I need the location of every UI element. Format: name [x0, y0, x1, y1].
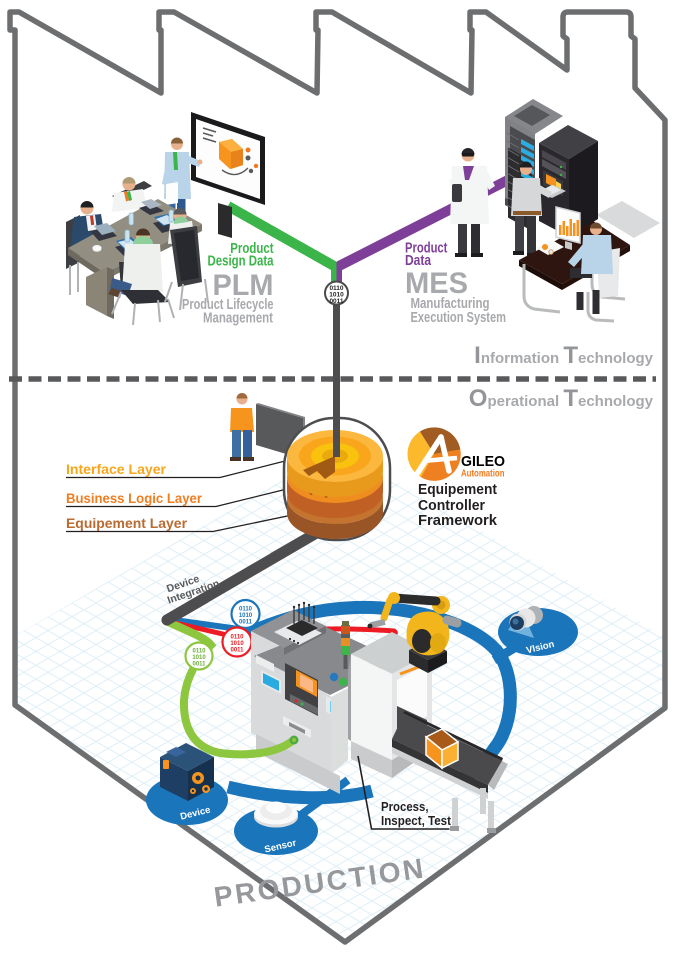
- svg-text:Manufacturing: Manufacturing: [411, 296, 490, 312]
- svg-text:Equipement Layer: Equipement Layer: [66, 516, 188, 531]
- svg-text:Management: Management: [203, 311, 273, 327]
- svg-text:Equipement: Equipement: [418, 482, 497, 498]
- svg-text:Process,: Process,: [381, 799, 429, 814]
- svg-text:0011: 0011: [192, 662, 206, 668]
- svg-text:Business Logic Layer: Business Logic Layer: [66, 491, 203, 506]
- svg-text:0011: 0011: [329, 298, 343, 305]
- svg-text:0011: 0011: [239, 620, 253, 626]
- svg-text:MES: MES: [405, 267, 468, 300]
- svg-text:Information Technology: Information Technology: [474, 342, 654, 369]
- svg-text:Data: Data: [405, 253, 432, 269]
- svg-text:1010: 1010: [192, 655, 206, 661]
- svg-text:Interface Layer: Interface Layer: [66, 462, 167, 477]
- svg-text:Product: Product: [405, 241, 448, 257]
- svg-text:Execution System: Execution System: [411, 310, 507, 326]
- svg-text:Design Data: Design Data: [208, 254, 275, 270]
- svg-text:Product: Product: [230, 241, 273, 257]
- svg-text:Product Lifecycle: Product Lifecycle: [182, 297, 274, 313]
- svg-text:1010: 1010: [239, 613, 253, 619]
- svg-text:Automation: Automation: [461, 468, 505, 480]
- svg-text:0011: 0011: [230, 648, 244, 654]
- svg-text:PLM: PLM: [213, 269, 274, 302]
- svg-text:GILEO: GILEO: [461, 453, 505, 470]
- svg-text:Framework: Framework: [418, 513, 498, 529]
- svg-text:1010: 1010: [230, 641, 244, 647]
- svg-text:0110: 0110: [239, 607, 253, 613]
- svg-text:0110: 0110: [329, 285, 343, 292]
- svg-text:1010: 1010: [329, 292, 344, 299]
- svg-text:Inspect, Test: Inspect, Test: [381, 813, 452, 828]
- svg-text:0110: 0110: [192, 649, 206, 655]
- svg-text:Operational Technology: Operational Technology: [469, 385, 654, 412]
- svg-text:0110: 0110: [230, 635, 244, 641]
- svg-text:Controller: Controller: [418, 498, 485, 514]
